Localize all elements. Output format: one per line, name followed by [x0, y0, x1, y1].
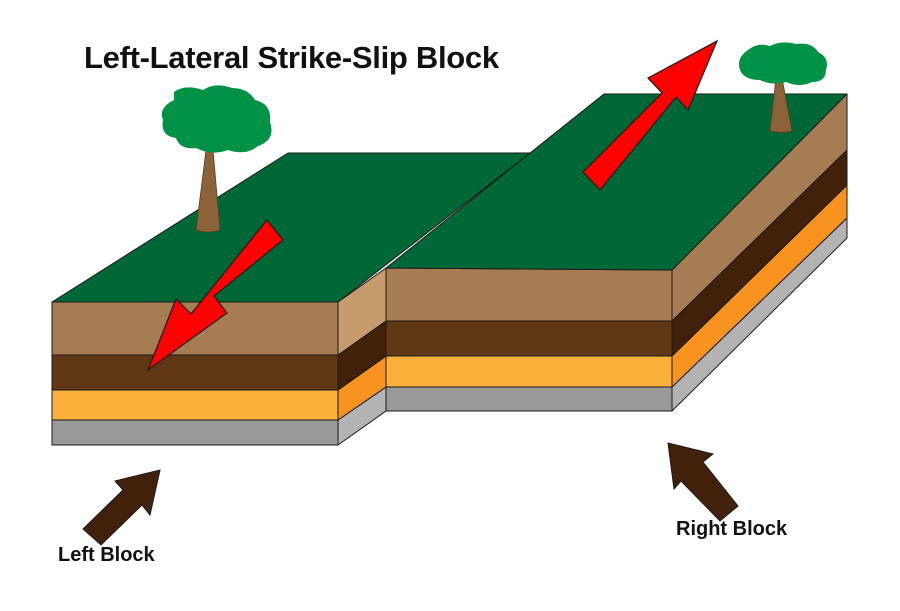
left-block-front-dark-soil: [51, 354, 339, 391]
tree-left-icon: [161, 85, 272, 233]
right-block: [385, 93, 848, 412]
motion-arrows: [146, 39, 719, 372]
left-motion-arrow-icon: [146, 219, 284, 372]
right-block-front-sand: [385, 355, 673, 388]
pointer-arrows: [82, 442, 739, 546]
tree-right-icon: [739, 42, 827, 133]
right-block-front-soil: [385, 267, 673, 322]
left-block-front-rock: [51, 419, 339, 446]
right-block-top-grass: [385, 93, 848, 271]
left-block: [51, 152, 531, 446]
diagram-title: Left-Lateral Strike-Slip Block: [84, 40, 499, 75]
left-block-pointer-arrow-icon: [82, 469, 161, 546]
right-block-front-dark-soil: [385, 320, 673, 357]
right-block-front-rock: [385, 386, 673, 412]
left-block-front-sand: [51, 389, 339, 421]
right-block-label: Right Block: [676, 518, 788, 540]
right-motion-arrow-icon: [582, 39, 719, 191]
left-block-label: Left Block: [58, 544, 155, 566]
right-block-pointer-arrow-icon: [667, 442, 739, 522]
